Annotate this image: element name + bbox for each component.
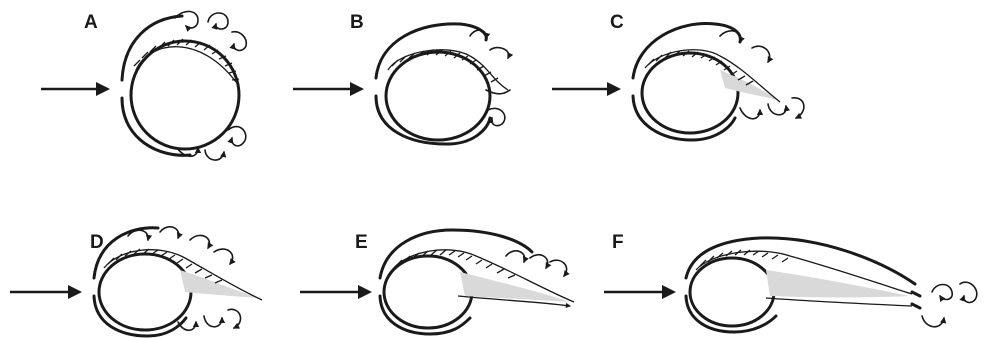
boundary-layer-hatch — [388, 50, 510, 94]
panel-e: E — [300, 230, 574, 334]
cylinder — [642, 53, 738, 133]
vortex-icons — [175, 11, 246, 160]
panel-f: F — [604, 232, 977, 332]
flow-direction-arrow — [552, 82, 621, 96]
vortex-icons — [506, 251, 567, 276]
panel-label: F — [612, 232, 624, 253]
flow-direction-arrow — [293, 82, 364, 96]
cylinder — [99, 254, 191, 330]
flow-direction-arrow — [10, 285, 82, 299]
cylinder — [690, 258, 774, 326]
panel-label: E — [355, 232, 368, 253]
boundary-layer-hatch — [134, 39, 239, 82]
panel-label: A — [84, 12, 98, 33]
panel-label: C — [610, 12, 624, 33]
flow-direction-arrow — [604, 285, 676, 299]
cylinder — [384, 256, 472, 328]
cylinder — [386, 52, 490, 140]
upper-streamline — [122, 16, 182, 80]
panel-label: D — [90, 232, 104, 253]
panel-b: B — [293, 12, 510, 144]
flow-direction-arrow — [300, 285, 372, 299]
panel-c: C — [552, 12, 804, 140]
vortex-icons — [922, 282, 977, 327]
flow-direction-arrow — [41, 82, 110, 96]
vortex-icons — [470, 30, 509, 126]
panel-label: B — [350, 12, 364, 33]
panel-d: D — [10, 227, 262, 336]
panel-a: A — [41, 11, 246, 160]
